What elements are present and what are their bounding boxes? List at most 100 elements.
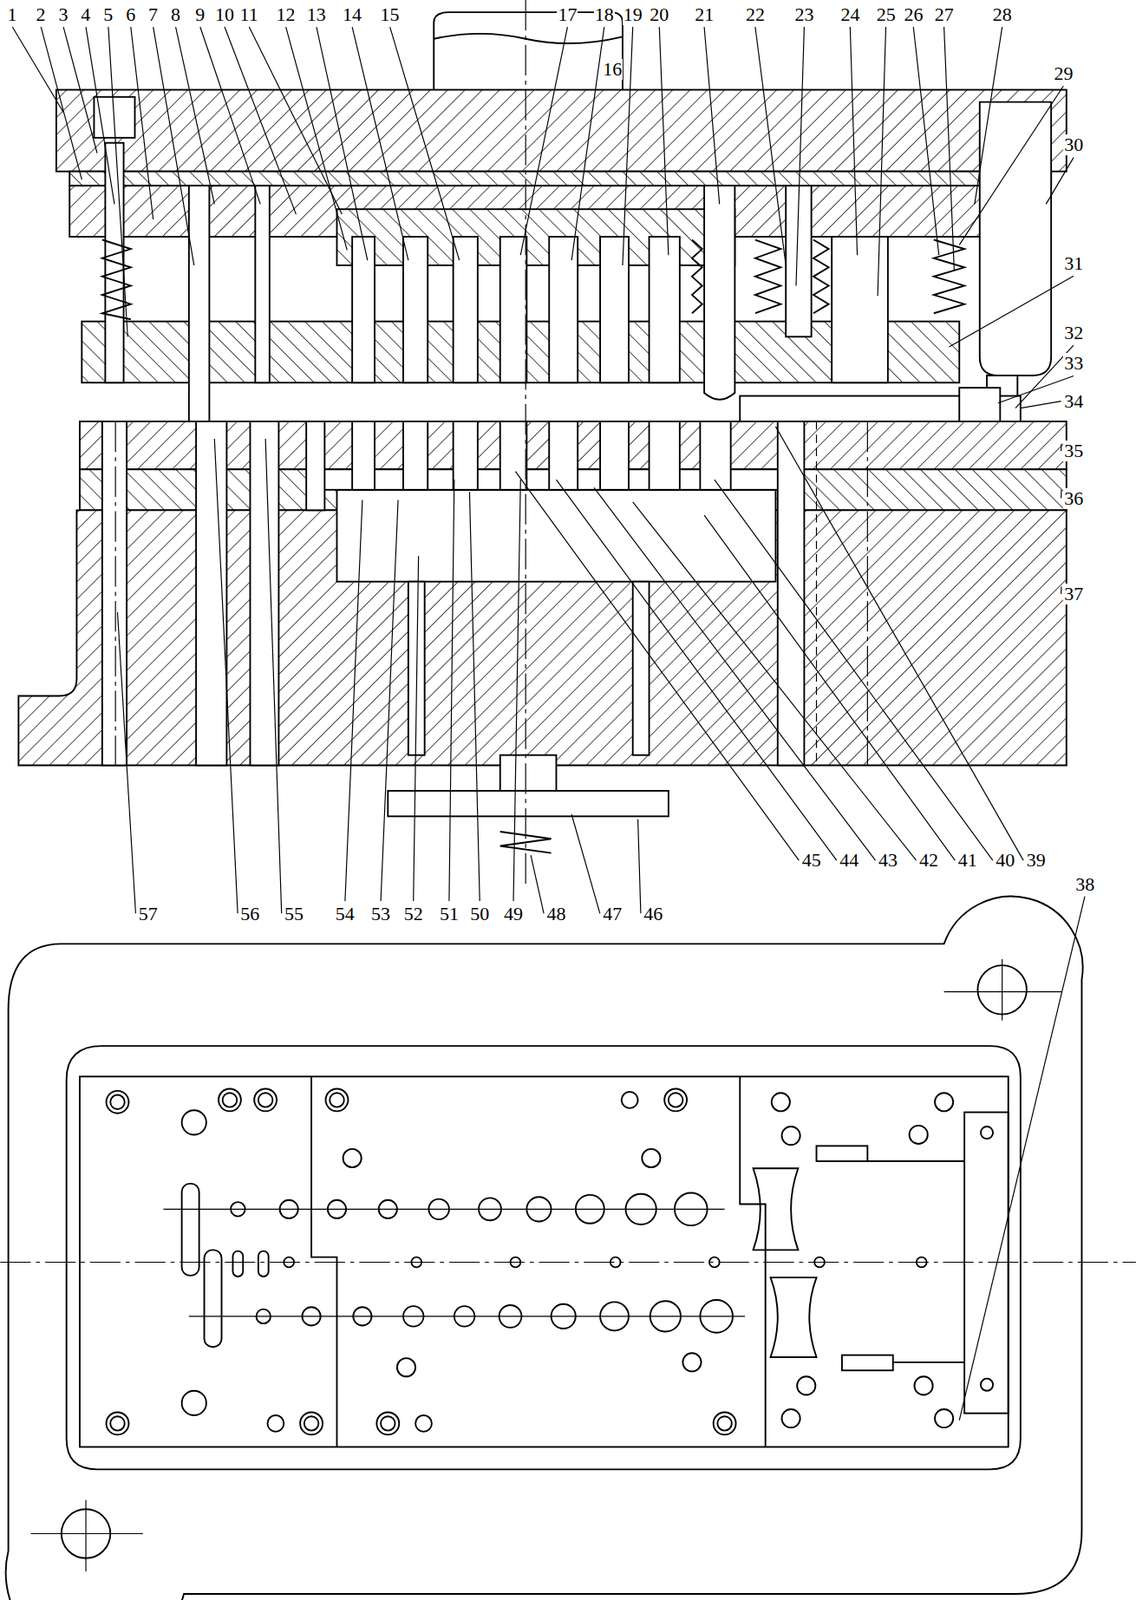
- leader-line: [1045, 157, 1074, 205]
- callout-number: 49: [502, 903, 524, 925]
- leader-line: [345, 500, 363, 901]
- callout-number: 17: [556, 4, 578, 26]
- callout-number: 24: [839, 4, 861, 26]
- callout-number: 9: [194, 4, 206, 26]
- callout-number: 41: [957, 849, 979, 871]
- leader-line: [959, 85, 1064, 245]
- leader-line: [12, 26, 64, 112]
- leader-line: [380, 500, 399, 901]
- callout-number: 38: [1074, 874, 1096, 895]
- leader-line: [849, 26, 857, 255]
- leader-line: [594, 487, 876, 861]
- callout-number: 13: [306, 4, 327, 26]
- leader-line: [714, 479, 993, 861]
- callout-number: 15: [379, 4, 401, 26]
- callout-number: 18: [594, 4, 615, 26]
- callout-number: 20: [648, 4, 670, 26]
- callout-number: 35: [1063, 440, 1084, 462]
- leader-line: [153, 26, 195, 266]
- leader-line: [659, 26, 669, 255]
- callout-number: 23: [793, 4, 815, 26]
- leader-line: [638, 819, 641, 914]
- callout-number: 4: [79, 4, 92, 26]
- leader-line: [755, 26, 786, 266]
- callout-number: 10: [214, 4, 236, 26]
- leader-line: [248, 26, 342, 215]
- callout-number: 40: [994, 849, 1016, 871]
- callout-number: 26: [902, 4, 924, 26]
- callout-number: 42: [918, 849, 940, 871]
- callout-number: 21: [693, 4, 715, 26]
- leader-line: [1060, 443, 1062, 451]
- leader-line: [40, 26, 82, 180]
- leader-line: [1060, 489, 1062, 499]
- callout-number: 29: [1052, 63, 1074, 85]
- callout-number: 57: [137, 903, 159, 925]
- callout-number: 44: [838, 849, 860, 871]
- callout-number: 52: [403, 903, 425, 925]
- leader-line: [108, 26, 128, 337]
- callout-number: 45: [801, 849, 823, 871]
- callout-number: 33: [1063, 352, 1084, 374]
- callout-number: 11: [239, 4, 260, 26]
- callout-number: 5: [102, 4, 114, 26]
- callout-number: 2: [35, 4, 47, 26]
- callout-number: 34: [1063, 391, 1084, 412]
- leader-line: [796, 26, 804, 286]
- leader-line: [633, 502, 917, 861]
- leader-line: [877, 26, 886, 296]
- callout-number: 47: [601, 903, 623, 925]
- leader-line: [571, 26, 605, 261]
- leader-line: [913, 26, 939, 255]
- callout-number: 39: [1025, 849, 1047, 871]
- leader-line: [513, 479, 521, 901]
- leader-line: [117, 612, 137, 914]
- leader-line: [449, 479, 455, 901]
- callout-number: 31: [1063, 253, 1084, 275]
- callout-number: 28: [992, 4, 1013, 26]
- callout-number: 25: [875, 4, 897, 26]
- callout-number: 16: [601, 58, 623, 80]
- leader-line: [200, 26, 261, 204]
- leader-line: [316, 26, 368, 261]
- callout-number: 51: [438, 903, 460, 925]
- callout-number: 22: [744, 4, 766, 26]
- callout-number: 55: [283, 903, 305, 925]
- callout-number: 30: [1063, 134, 1084, 156]
- leader-line: [704, 515, 955, 861]
- callout-number: 53: [370, 903, 392, 925]
- callout-number: 19: [622, 4, 644, 26]
- callout-number: 46: [642, 903, 664, 925]
- leader-line: [1060, 587, 1062, 595]
- callout-number: 6: [124, 4, 137, 26]
- leader-line: [413, 555, 419, 901]
- leader-line: [176, 26, 216, 204]
- leader-line: [998, 375, 1074, 403]
- callout-number: 3: [57, 4, 69, 26]
- leader-line: [944, 26, 955, 271]
- callout-number: 37: [1063, 583, 1084, 605]
- leader-line: [622, 26, 634, 266]
- callout-number: 27: [933, 4, 955, 26]
- leader-line: [704, 26, 720, 204]
- leader-line: [286, 26, 348, 250]
- leader-line: [530, 855, 544, 914]
- callout-number: 12: [275, 4, 297, 26]
- leader-line: [974, 26, 1003, 204]
- callout-number: 54: [334, 903, 356, 925]
- leader-line: [214, 438, 238, 914]
- leader-line: [555, 479, 836, 861]
- callout-number: 36: [1063, 488, 1084, 510]
- leader-line: [63, 26, 98, 153]
- leader-line: [1020, 401, 1062, 409]
- leader-line: [520, 26, 568, 255]
- callout-number: 32: [1063, 322, 1084, 344]
- callout-number: 7: [147, 4, 159, 26]
- leader-line: [948, 275, 1074, 347]
- leader-line: [515, 471, 799, 862]
- leader-line: [959, 896, 1085, 1421]
- leader-line: [130, 26, 154, 220]
- callout-number: 56: [239, 903, 261, 925]
- leader-line: [265, 438, 282, 914]
